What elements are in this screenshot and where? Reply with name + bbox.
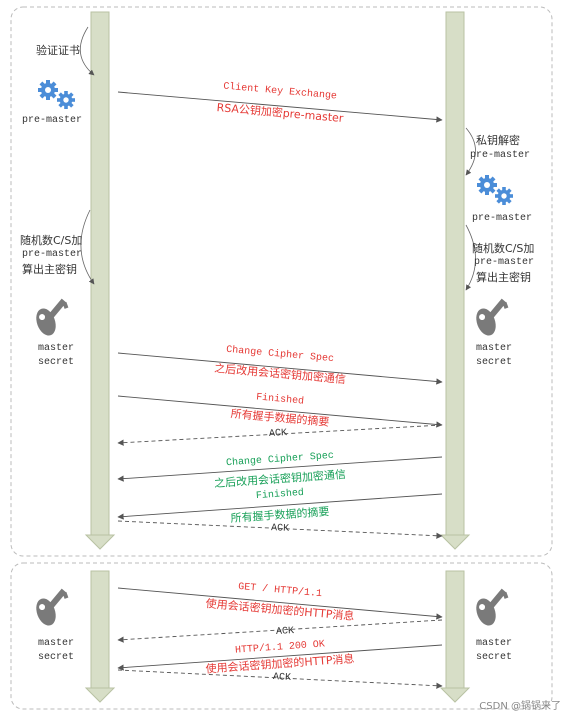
left-master-secret-1b: secret [38,357,75,368]
right-master-secret-1b: secret [476,357,513,368]
right-master-secret-1a: master [476,343,513,354]
right-note-decrypt-2: pre-master [470,150,531,161]
arrow-ack-2 [117,520,443,539]
right-note-decrypt-1: 私钥解密 [476,134,520,147]
right-note-premaster: pre-master [472,213,533,224]
watermark: CSDN @锅锅来了 [479,701,561,712]
key-icon [31,297,76,339]
server-lifeline-2 [445,570,465,689]
right-master-secret-2a: master [476,638,513,649]
right-note-random-1: 随机数C/S加 [472,242,535,255]
gear-icon [38,80,58,100]
gear-icon [495,187,513,205]
label-ack-3: ACK [275,626,295,638]
arrow-change-cipher-spec-2 [117,456,443,482]
client-lifeline-1 [90,11,110,536]
arrow-finished-2 [117,493,443,520]
gear-icon [57,91,75,109]
server-lifeline-1 [445,11,465,536]
label-ack-2: ACK [270,523,290,535]
pointer-left-random [80,209,95,285]
arrow-ack-4 [117,669,443,689]
arrow-http-response [117,644,443,671]
arrow-ack-3 [117,619,443,643]
key-icon [471,587,516,629]
arrow-ack-1 [117,424,443,446]
left-note-verify-cert: 验证证书 [36,44,80,57]
right-master-secret-2b: secret [476,652,513,663]
pointer-verify-cert [80,26,95,76]
label-ack-1: ACK [268,428,288,440]
arrow-client-key-exchange [117,91,443,123]
data-transfer-panel [10,562,553,710]
arrow-get-request [117,587,443,620]
label-ack-4: ACK [272,672,292,684]
gear-icon [477,175,497,195]
client-lifeline-2 [90,570,110,689]
left-master-secret-2a: master [38,638,75,649]
left-note-random-3: 算出主密钥 [22,263,77,276]
left-master-secret-2b: secret [38,652,75,663]
key-icon [31,587,76,629]
left-note-random-2: pre-master [22,249,83,260]
pointer-right-decrypt [465,127,476,176]
pointer-right-random [465,224,476,291]
arrow-finished-1 [117,395,443,428]
client-lifeline-1-arrow [84,534,116,550]
right-note-random-2: pre-master [474,257,535,268]
client-lifeline-2-arrow [84,687,116,703]
left-note-random-1: 随机数C/S加 [20,234,83,247]
right-note-random-3: 算出主密钥 [476,271,531,284]
handshake-panel [10,6,553,557]
left-note-premaster: pre-master [22,115,83,126]
server-lifeline-2-arrow [439,687,471,703]
arrow-change-cipher-spec-1 [117,352,443,385]
left-master-secret-1a: master [38,343,75,354]
server-lifeline-1-arrow [439,534,471,550]
key-icon [471,297,516,339]
